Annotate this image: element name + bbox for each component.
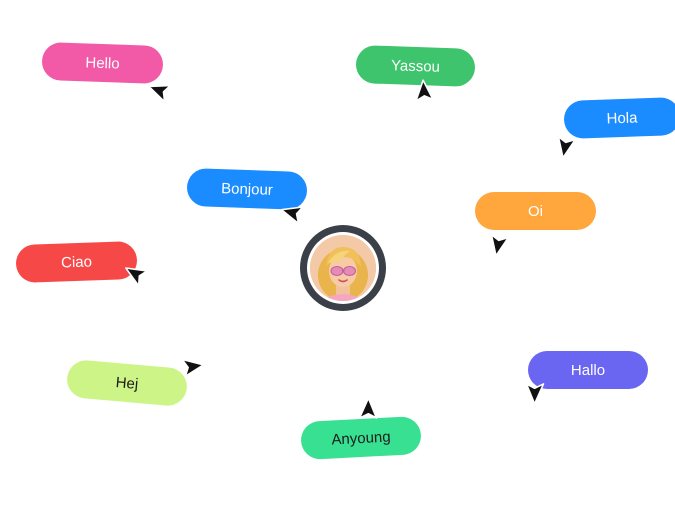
greeting-label: Bonjour: [220, 179, 274, 199]
arrow-pointer-icon: [122, 258, 155, 291]
greeting-label: Anyoung: [330, 427, 392, 449]
greeting-label: Hej: [115, 373, 139, 393]
arrow-pointer-icon: [278, 195, 314, 231]
memoji-avatar-icon: [310, 235, 376, 301]
greeting-label: Hallo: [570, 361, 606, 379]
greeting-pill-hallo[interactable]: Hallo: [528, 351, 648, 389]
greeting-pill-oi[interactable]: Oi: [475, 192, 596, 230]
greeting-pill-hola[interactable]: Hola: [563, 96, 675, 140]
avatar[interactable]: [300, 225, 386, 311]
arrow-pointer-icon: [547, 125, 584, 162]
greeting-label: Ciao: [60, 252, 93, 272]
arrow-pointer-icon: [171, 350, 207, 386]
avatar-border: [307, 232, 379, 304]
greeting-label: Hello: [85, 53, 120, 73]
arrow-pointer-icon: [480, 223, 517, 260]
greeting-label: Yassou: [390, 56, 441, 76]
greeting-pill-hello[interactable]: Hello: [41, 41, 164, 85]
greeting-label: Hola: [606, 108, 638, 128]
greeting-label: Oi: [528, 202, 543, 220]
arrow-pointer-icon: [351, 395, 388, 432]
greeting-pill-hej[interactable]: Hej: [65, 358, 189, 408]
arrow-pointer-icon: [407, 77, 443, 113]
arrow-pointer-icon: [145, 73, 181, 109]
greeting-pill-ciao[interactable]: Ciao: [15, 240, 138, 284]
greeting-pill-yassou[interactable]: Yassou: [355, 44, 476, 88]
arrow-pointer-icon: [516, 371, 553, 408]
